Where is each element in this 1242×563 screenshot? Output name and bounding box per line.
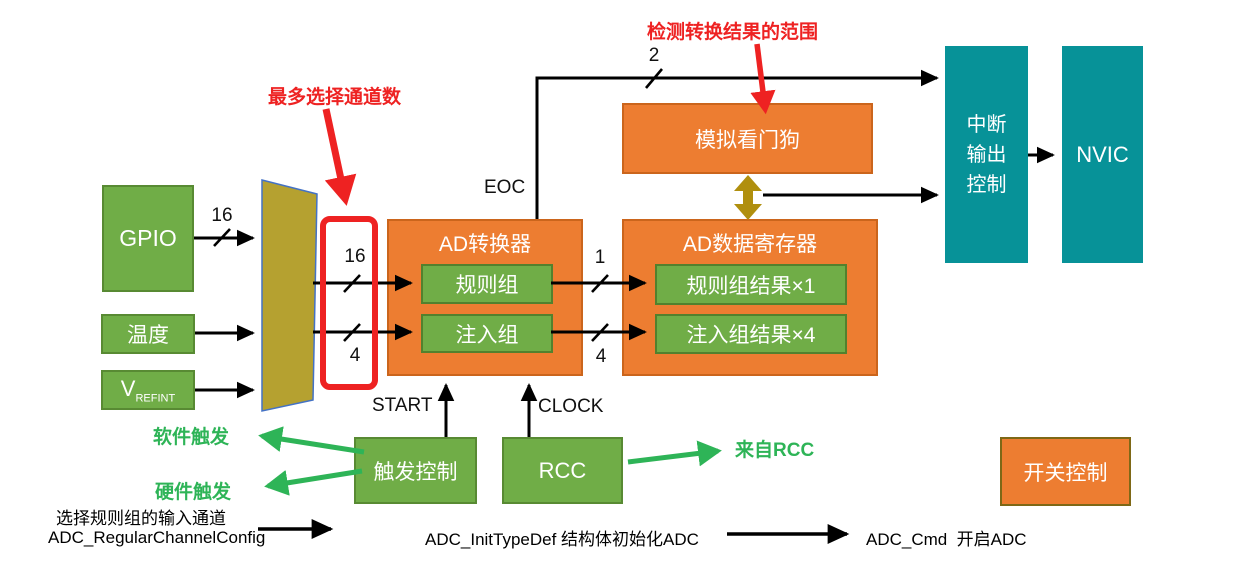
channel-count-highlight-box	[320, 216, 378, 390]
rcc-label: RCC	[538, 457, 587, 483]
adc-data-register-block: AD数据寄存器 规则组结果×1 注入组结果×4	[622, 219, 878, 376]
hardware-trigger-arrow	[264, 468, 363, 496]
max-channels-arrow	[322, 108, 357, 206]
switch-control-label: 开关控制	[1023, 461, 1108, 485]
temperature-block: 温度	[101, 314, 195, 354]
bus-width-interrupt: 2	[648, 45, 660, 66]
init-adc-caption: ADC_InitTypeDef 结构体初始化ADC	[425, 530, 699, 549]
rcc-block: RCC	[502, 437, 623, 504]
switch-control-block: 开关控制	[1000, 437, 1131, 506]
gpio-block: GPIO	[102, 185, 194, 292]
watchdog-note-annotation: 检测转换结果的范围	[647, 22, 819, 43]
hardware-trigger-annotation: 硬件触发	[155, 482, 232, 503]
bus-width-gpio: 16	[211, 205, 233, 226]
interrupt-output-label: 中断 输出 控制	[966, 113, 1007, 196]
analog-watchdog-block: 模拟看门狗	[622, 103, 873, 174]
select-channel-caption-line2: ADC_RegularChannelConfig	[48, 528, 266, 547]
software-trigger-annotation: 软件触发	[153, 427, 230, 448]
cmd-adc-caption: ADC_Cmd 开启ADC	[866, 530, 1027, 549]
bus-width-injected-out: 4	[595, 346, 607, 367]
clock-label: CLOCK	[538, 396, 604, 417]
bus-width-regular-out: 1	[594, 247, 606, 268]
regular-group-block: 规则组	[421, 264, 553, 304]
nvic-label: NVIC	[1076, 141, 1129, 167]
regular-result-block: 规则组结果×1	[655, 264, 847, 305]
adc-converter-block: AD转换器 规则组 注入组	[387, 219, 583, 376]
injected-result-block: 注入组结果×4	[655, 314, 847, 354]
software-trigger-arrow	[258, 426, 365, 455]
max-channels-annotation: 最多选择通道数	[268, 87, 402, 108]
nvic-block: NVIC	[1062, 46, 1143, 263]
vrefint-block: VREFINT	[101, 370, 195, 410]
vrefint-label: VREFINT	[120, 375, 176, 405]
temperature-label: 温度	[127, 324, 169, 347]
trigger-control-label: 触发控制	[373, 460, 458, 484]
injected-result-label: 注入组结果×4	[686, 324, 816, 347]
watchdog-dataregister-double-arrow-icon	[734, 175, 762, 220]
watchdog-note-arrow	[750, 43, 776, 115]
injected-group-label: 注入组	[455, 323, 519, 347]
analog-watchdog-label: 模拟看门狗	[695, 128, 800, 152]
eoc-label: EOC	[484, 177, 526, 198]
bus-width-regular-in: 16	[344, 246, 366, 267]
from-rcc-annotation: 来自RCC	[735, 440, 815, 461]
select-channel-caption-line1: 选择规则组的输入通道	[56, 509, 226, 528]
from-rcc-arrow	[627, 440, 722, 467]
adc-data-register-title: AD数据寄存器	[682, 233, 818, 256]
mux-shape	[261, 179, 318, 412]
adc-converter-title: AD转换器	[438, 233, 532, 256]
gpio-label: GPIO	[119, 225, 177, 251]
regular-group-label: 规则组	[455, 274, 519, 297]
start-label: START	[372, 395, 433, 416]
bus-width-injected-in: 4	[349, 345, 361, 366]
regular-result-label: 规则组结果×1	[686, 274, 816, 298]
injected-group-block: 注入组	[421, 314, 553, 353]
interrupt-output-block: 中断 输出 控制	[945, 46, 1028, 263]
trigger-control-block: 触发控制	[354, 437, 477, 504]
